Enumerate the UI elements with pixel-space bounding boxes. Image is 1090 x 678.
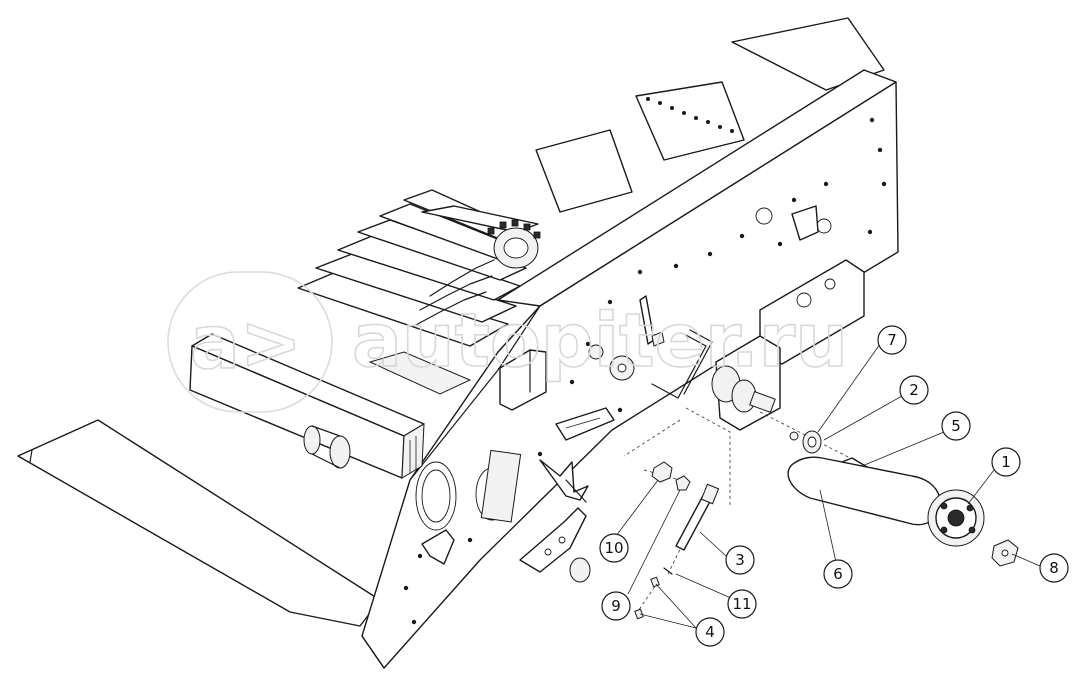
part-1-sprocket [927, 489, 985, 547]
callout-7: 7 [877, 325, 907, 355]
callout-3-label: 3 [735, 551, 745, 569]
callout-6: 6 [823, 559, 853, 589]
leader-lines [615, 343, 1041, 629]
back-slats [535, 17, 885, 213]
part-9-nut [675, 475, 691, 491]
bottom-slat [17, 419, 381, 627]
callout-1: 1 [991, 447, 1021, 477]
part-10-nut [651, 461, 673, 483]
tri-arm-shaft [539, 459, 589, 503]
frame-holes [403, 117, 887, 625]
callout-2: 2 [899, 375, 929, 405]
callout-4: 4 [695, 617, 725, 647]
part-8-nut [991, 539, 1019, 567]
callout-1-label: 1 [1001, 453, 1011, 471]
bent-rod-bracket [651, 333, 707, 399]
upper-sprocket-assembly [413, 219, 541, 327]
callout-9-label: 9 [611, 597, 621, 615]
callout-5: 5 [941, 411, 971, 441]
callout-11-label: 11 [732, 595, 751, 613]
lower-actuator [421, 507, 591, 583]
watermark: a> autopiter.ru [167, 271, 849, 413]
part-7-bushing [789, 430, 822, 454]
callout-5-label: 5 [951, 417, 961, 435]
drive-housing [711, 335, 781, 431]
callout-10: 10 [599, 533, 629, 563]
callout-10-label: 10 [604, 539, 623, 557]
callout-6-label: 6 [833, 565, 843, 583]
lower-roller [303, 425, 351, 469]
callout-8-label: 8 [1049, 559, 1059, 577]
callout-4-label: 4 [705, 623, 715, 641]
part-4-pins [634, 576, 660, 620]
callout-9: 9 [601, 591, 631, 621]
callout-2-label: 2 [909, 381, 919, 399]
right-upper-bracket [759, 205, 865, 365]
comb-fingers [297, 189, 539, 395]
callout-3: 3 [725, 545, 755, 575]
watermark-text: autopiter.ru [352, 298, 848, 384]
slotted-bracket [555, 407, 615, 441]
watermark-logo: a> [190, 300, 302, 386]
part-11-pin [663, 567, 673, 575]
callout-7-label: 7 [887, 331, 897, 349]
center-small-sprocket [588, 295, 665, 381]
perforated-strip [646, 97, 734, 133]
part-6-chain [787, 456, 942, 526]
callout-11: 11 [727, 589, 757, 619]
part-3-rod [675, 483, 720, 551]
front-cross-beam [189, 333, 425, 479]
callout-8: 8 [1039, 553, 1069, 583]
